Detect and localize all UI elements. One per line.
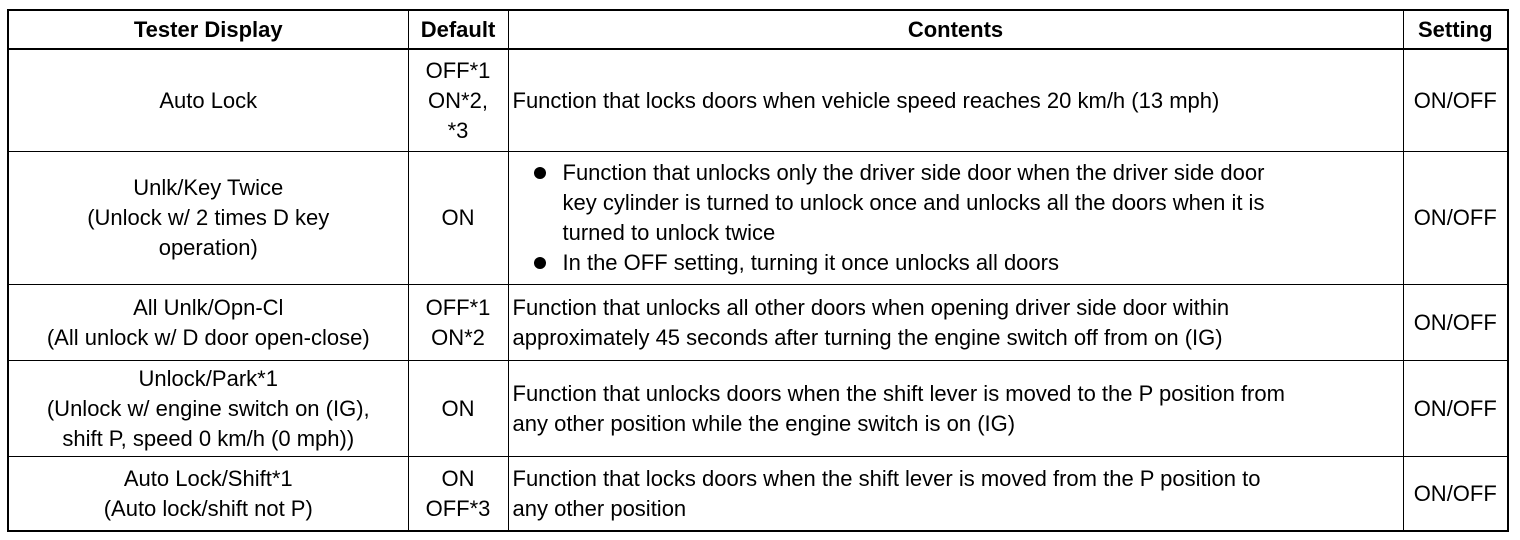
tester-display-cell: Unlock/Park*1 (Unlock w/ engine switch o… [7,360,409,457]
default-cell: ON [407,360,509,457]
tester-display-line: operation) [158,235,258,260]
contents-cell: Function that unlocks all other doors wh… [507,284,1404,361]
table-header-row: Tester Display Default Contents Setting [7,9,1509,50]
setting-cell: ON/OFF [1402,284,1509,361]
contents-cell: Function that locks doors when the shift… [507,456,1404,532]
setting-cell: ON/OFF [1402,151,1509,285]
default-line: OFF*3 [425,495,491,521]
header-setting: Setting [1402,9,1509,50]
default-line: *3 [447,117,469,143]
default-cell: OFF*1 ON*2 [407,284,509,361]
header-default: Default [407,9,509,50]
setting-cell: ON/OFF [1402,456,1509,532]
default-cell: ON OFF*3 [407,456,509,532]
bullet-text-line: turned to unlock twice [562,220,776,245]
tester-display-line: Unlk/Key Twice [133,175,284,200]
tester-display-line: All Unlk/Opn-Cl [133,294,284,320]
tester-display-line: (All unlock w/ D door open-close) [46,324,370,350]
default-cell: OFF*1 ON*2, *3 [407,48,509,152]
default-line: ON*2 [431,324,485,350]
contents-cell: Function that unlocks doors when the shi… [507,360,1404,457]
default-line: ON [441,205,475,230]
setting-cell: ON/OFF [1402,360,1509,457]
setting-cell: ON/OFF [1402,48,1509,152]
default-line: OFF*1 [425,57,491,83]
default-cell: ON [407,151,509,285]
bullet-text-line: key cylinder is turned to unlock once an… [562,190,1265,215]
contents-bullet-list: Function that unlocks only the driver si… [513,158,1399,278]
customize-settings-table: Tester Display Default Contents Setting … [7,9,1509,532]
table-row: Auto Lock/Shift*1 (Auto lock/shift not P… [7,456,1509,532]
contents-line: any other position [512,495,687,521]
header-tester-display: Tester Display [7,9,409,50]
header-contents: Contents [507,9,1404,50]
tester-display-line: Auto Lock/Shift*1 [123,465,293,491]
tester-display-cell: Unlk/Key Twice (Unlock w/ 2 times D key … [7,151,409,285]
contents-line: Function that locks doors when the shift… [512,465,1261,491]
tester-display-line: (Auto lock/shift not P) [103,495,313,521]
table-row: Auto Lock OFF*1 ON*2, *3 Function that l… [7,48,1509,152]
table-row: All Unlk/Opn-Cl (All unlock w/ D door op… [7,284,1509,361]
default-line: ON [441,395,475,421]
bullet-item: Function that unlocks only the driver si… [513,158,1399,248]
default-line: ON*2, [428,87,488,113]
contents-line: Function that locks doors when vehicle s… [512,87,1220,113]
contents-line: Function that unlocks doors when the shi… [512,380,1285,406]
customize-table-container: Tester Display Default Contents Setting … [7,9,1509,532]
tester-display-line: Auto Lock [159,87,258,113]
contents-line: any other position while the engine swit… [512,410,1016,436]
contents-cell: Function that unlocks only the driver si… [507,151,1404,285]
table-row: Unlock/Park*1 (Unlock w/ engine switch o… [7,360,1509,457]
contents-line: Function that unlocks all other doors wh… [512,294,1230,320]
table-row: Unlk/Key Twice (Unlock w/ 2 times D key … [7,151,1509,285]
bullet-dot-icon [533,167,546,179]
tester-display-line: shift P, speed 0 km/h (0 mph)) [62,425,355,451]
tester-display-line: (Unlock w/ 2 times D key [87,205,330,230]
contents-line: approximately 45 seconds after turning t… [512,324,1223,350]
tester-display-cell: Auto Lock [7,48,409,152]
bullet-dot-icon [533,257,546,269]
bullet-text-line: Function that unlocks only the driver si… [562,160,1265,185]
tester-display-line: Unlock/Park*1 [138,365,278,391]
contents-cell: Function that locks doors when vehicle s… [507,48,1404,152]
bullet-text-line: In the OFF setting, turning it once unlo… [562,250,1059,275]
tester-display-cell: All Unlk/Opn-Cl (All unlock w/ D door op… [7,284,409,361]
tester-display-cell: Auto Lock/Shift*1 (Auto lock/shift not P… [7,456,409,532]
default-line: ON [441,465,475,491]
bullet-item: In the OFF setting, turning it once unlo… [513,248,1399,278]
tester-display-line: (Unlock w/ engine switch on (IG), [46,395,370,421]
default-line: OFF*1 [425,294,491,320]
